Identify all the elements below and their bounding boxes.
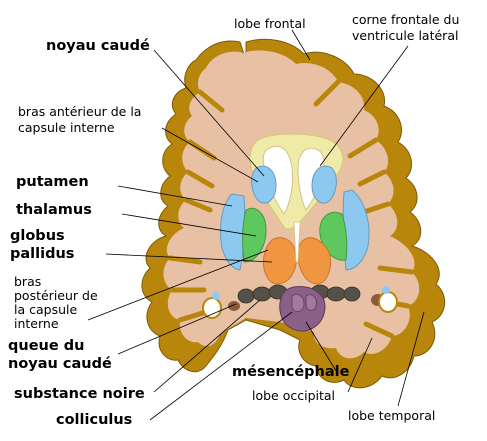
caudate-tail-left	[228, 301, 240, 311]
label-lobe-frontal: lobe frontal	[234, 16, 306, 31]
labels: lobe frontal corne frontale du ventricul…	[8, 12, 459, 428]
internal-structures	[202, 133, 398, 332]
temporal-horn-left	[202, 297, 222, 319]
thalamus-right	[297, 237, 331, 285]
label-thalamus: thalamus	[16, 202, 92, 218]
label-bras-anterieur-2: capsule interne	[18, 120, 115, 135]
leader-lines	[87, 29, 425, 421]
thalamus-left	[263, 237, 297, 285]
ventricle-white	[262, 145, 325, 215]
label-bras-posterieur-1: bras	[14, 274, 41, 289]
left-white-matter	[163, 51, 246, 347]
label-bras-posterieur-3: la capsule	[14, 302, 77, 317]
right-white-matter	[246, 50, 420, 359]
label-globus-2: pallidus	[10, 246, 74, 262]
label-noyau-caude: noyau caudé	[46, 38, 150, 54]
temporal-horn-left-blue	[212, 292, 220, 300]
label-queue-1: queue du	[8, 338, 84, 354]
third-ventricle	[293, 221, 301, 263]
caudate-right	[311, 165, 337, 204]
caudate-left	[251, 165, 277, 204]
label-corne-frontale-1: corne frontale du	[352, 12, 459, 27]
globus-green-left	[242, 207, 267, 263]
mesencephale-lobes	[291, 294, 317, 312]
temporal-horn-right-blue	[382, 286, 390, 294]
label-bras-posterieur-2: postérieur de	[14, 288, 98, 303]
label-substance-noire: substance noire	[14, 386, 145, 402]
label-bras-posterieur-4: interne	[14, 316, 59, 331]
label-globus-1: globus	[10, 228, 65, 244]
label-putamen: putamen	[16, 174, 89, 190]
label-mesencephale: mésencéphale	[232, 364, 350, 380]
label-colliculus: colliculus	[56, 412, 132, 428]
label-queue-2: noyau caudé	[8, 356, 112, 372]
label-bras-anterieur-1: bras antérieur de la	[18, 104, 141, 119]
substance-noire-shapes	[237, 284, 361, 304]
label-corne-frontale-2: ventricule latéral	[352, 28, 458, 43]
temporal-horn-right	[378, 291, 398, 313]
label-lobe-temporal: lobe temporal	[348, 408, 435, 423]
label-lobe-occipital: lobe occipital	[252, 388, 335, 403]
